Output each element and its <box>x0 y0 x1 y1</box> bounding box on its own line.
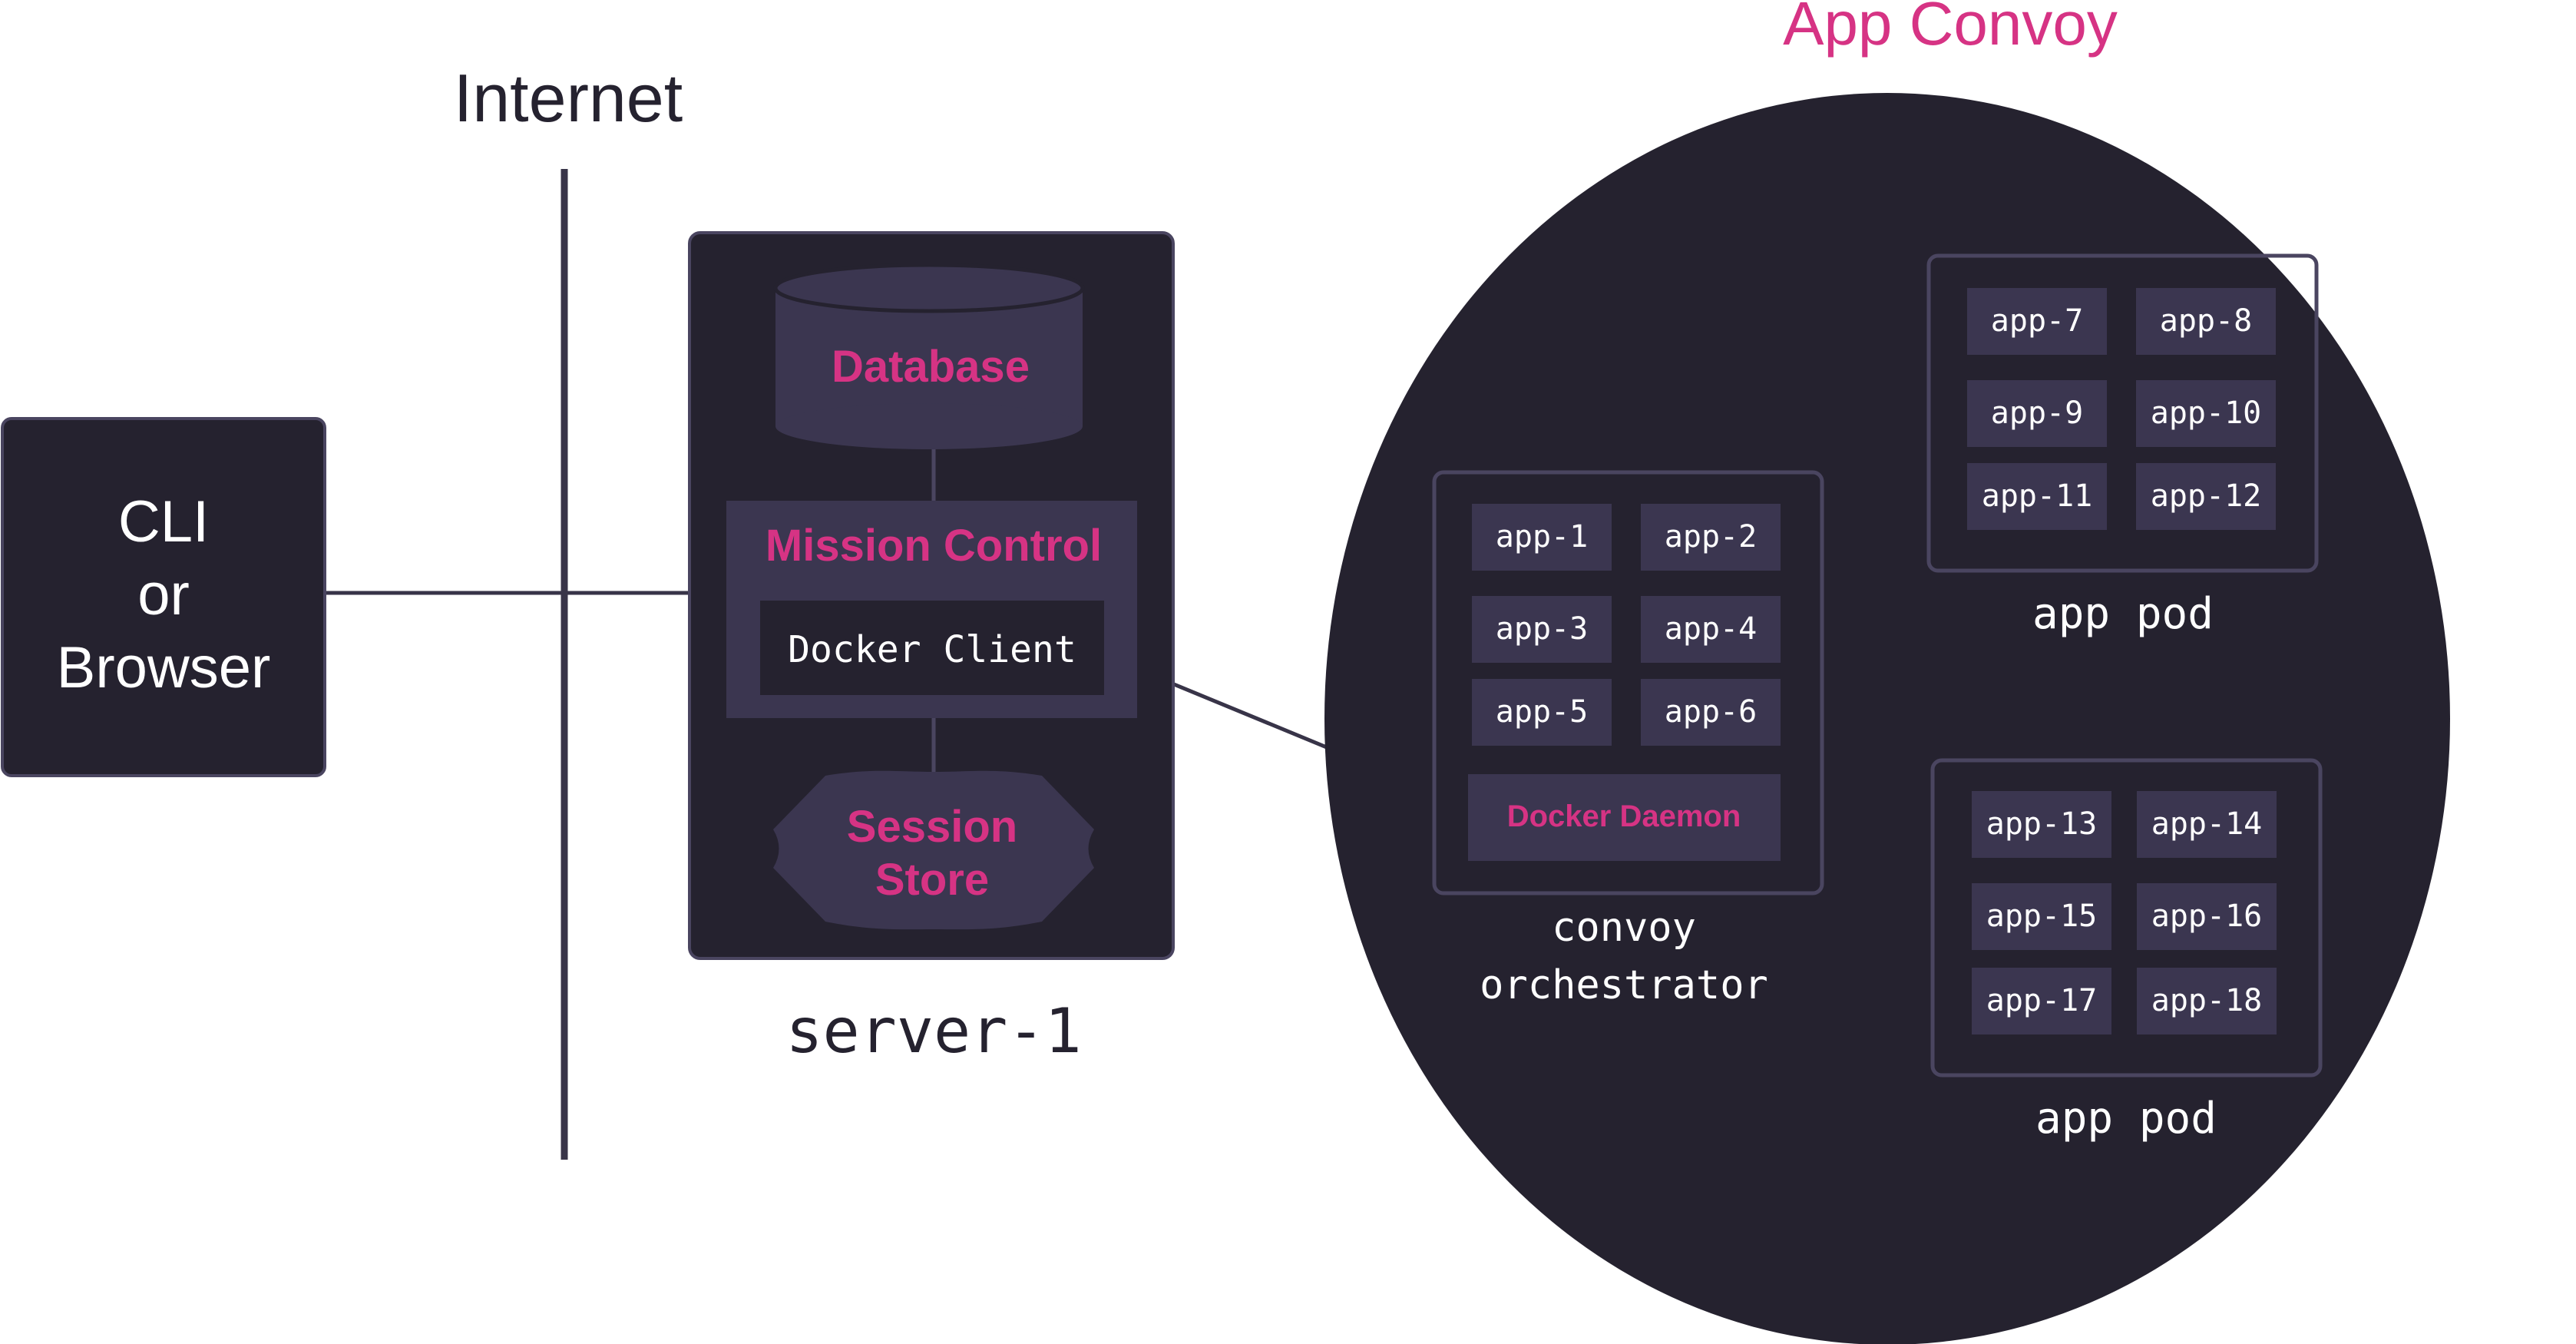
app-tile <box>1641 679 1781 746</box>
app-tile-label: app-12 <box>2151 478 2262 514</box>
app-tile <box>1641 504 1781 571</box>
server-caption: server-1 <box>785 995 1081 1067</box>
app-tile <box>1472 504 1612 571</box>
client-label-line-2: or <box>137 562 190 627</box>
app-tile <box>1967 288 2107 355</box>
client-node: CLI or Browser <box>1 417 326 777</box>
app-tile-label: app-11 <box>1982 478 2093 514</box>
app-pod: app-13 app-14 app-15 app-16 app-17 app-1… <box>1930 758 2323 1078</box>
client-box <box>1 417 326 777</box>
app-tile <box>1967 463 2107 530</box>
session-store-label-line-2: Store <box>875 855 989 905</box>
app-tile <box>1967 380 2107 447</box>
mission-control-label: Mission Control <box>766 521 1102 571</box>
convoy-title: App Convoy <box>1783 0 2118 58</box>
app-tile <box>2137 883 2277 950</box>
docker-daemon-box <box>1468 774 1781 861</box>
app-tile <box>1972 968 2111 1034</box>
app-tile-label: app-10 <box>2151 396 2262 431</box>
app-pod-caption: app pod <box>2035 1094 2217 1144</box>
internet-label: Internet <box>454 60 683 136</box>
app-tile-label: app-8 <box>2160 303 2252 339</box>
app-tile <box>1472 679 1612 746</box>
app-tile-label: app-5 <box>1496 694 1588 730</box>
app-tile <box>2137 791 2277 858</box>
orchestrator-frame <box>1432 470 1824 895</box>
orchestrator-app-grid: app-1 app-2 app-3 app-4 app-5 app-6 <box>1472 504 1781 746</box>
docker-client-box <box>760 601 1104 695</box>
docker-client-label: Docker Client <box>788 628 1076 671</box>
app-pod-caption: app pod <box>2032 589 2214 639</box>
orchestrator-caption-line-1: convoy <box>1552 905 1696 951</box>
client-label-line-1: CLI <box>118 489 209 554</box>
app-tile <box>2136 288 2276 355</box>
server-node: Database Mission Control Docker Client S… <box>688 231 1175 960</box>
app-tile <box>2136 463 2276 530</box>
session-store-label-line-1: Session <box>847 802 1017 852</box>
app-pod: app-7 app-8 app-9 app-10 app-11 app-12 <box>1926 253 2319 573</box>
app-tile <box>1972 883 2111 950</box>
session-store-shape <box>773 770 1094 930</box>
app-tile <box>2137 968 2277 1034</box>
docker-daemon-label: Docker Daemon <box>1507 799 1741 833</box>
app-tile-label: app-17 <box>1986 983 2098 1018</box>
app-tile-label: app-13 <box>1986 806 2098 842</box>
app-tile-label: app-15 <box>1986 899 2098 934</box>
app-tile-label: app-2 <box>1665 519 1757 554</box>
app-tile-label: app-18 <box>2151 983 2263 1018</box>
app-tile-label: app-7 <box>1991 303 2083 339</box>
convoy-orchestrator: app-1 app-2 app-3 app-4 app-5 app-6 Dock… <box>1432 470 1824 895</box>
app-tile-label: app-9 <box>1991 396 2083 431</box>
app-tile <box>2136 380 2276 447</box>
app-tile-label: app-1 <box>1496 519 1588 554</box>
orchestrator-caption-line-2: orchestrator <box>1480 962 1768 1008</box>
app-tile-label: app-4 <box>1665 611 1757 647</box>
database-label: Database <box>832 342 1030 392</box>
app-tile <box>1972 791 2111 858</box>
app-tile-label: app-16 <box>2151 899 2263 934</box>
app-tile <box>1641 596 1781 663</box>
app-tile-label: app-3 <box>1496 611 1588 647</box>
database-icon <box>773 263 1085 449</box>
app-tile <box>1472 596 1612 663</box>
app-tile-label: app-14 <box>2151 806 2263 842</box>
app-pod-frame <box>1926 253 2319 573</box>
app-tile-label: app-6 <box>1665 694 1757 730</box>
client-label-line-3: Browser <box>57 635 271 700</box>
app-pod-frame <box>1930 758 2323 1078</box>
